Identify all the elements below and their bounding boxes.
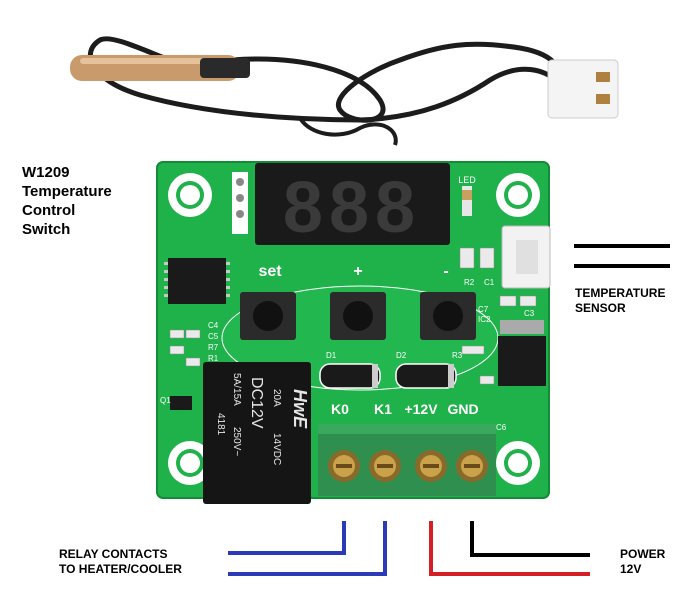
temperature-sensor-line-2: SENSOR: [575, 301, 626, 315]
relay: HwE DC12V 20A 14VDC 5A/15A 250V~ 4181: [203, 362, 311, 504]
title-line-3: Control: [22, 202, 76, 219]
label-c3: C3: [524, 309, 535, 318]
relay-contacts-line-1: RELAY CONTACTS: [59, 547, 168, 561]
terminal-screw-12v[interactable]: [415, 450, 447, 482]
label-r2: R2: [464, 278, 475, 287]
probe-cable: [88, 36, 562, 146]
component-labels: C4 C5 R7 R1 Q1 D1 D2 R3 R2 C1 C7 IC2 C6 …: [160, 278, 535, 432]
probe-tip: [70, 55, 250, 81]
title-line-2: Temperature: [22, 183, 112, 200]
label-c6: C6: [496, 423, 507, 432]
ic-chip: [164, 258, 230, 304]
relay-rating-3: 5A/15A: [231, 373, 242, 406]
minus-button[interactable]: [420, 292, 476, 340]
transistor-q1: [170, 396, 192, 410]
set-button[interactable]: [240, 292, 296, 340]
label-r7: R7: [208, 343, 219, 352]
pin-header: [232, 172, 248, 234]
probe-connector: [547, 59, 619, 119]
relay-rating-4: 250V~: [231, 427, 242, 456]
label-c4: C4: [208, 321, 219, 330]
label-r1: R1: [208, 354, 219, 363]
terminal-label-12v: +12V: [404, 401, 438, 417]
label-c5: C5: [208, 332, 219, 341]
label-d1: D1: [326, 351, 337, 360]
terminal-screw-k1[interactable]: [369, 450, 401, 482]
terminal-labels: K0 K1 +12V GND: [331, 401, 479, 417]
terminal-label-k0: K0: [331, 401, 349, 417]
label-d2: D2: [396, 351, 407, 360]
terminal-screw-k0[interactable]: [328, 450, 360, 482]
relay-rating-2: 14VDC: [271, 433, 282, 465]
label-r3: R3: [452, 351, 463, 360]
voltage-regulator: [498, 320, 546, 386]
relay-wires: [228, 521, 387, 576]
label-c7: C7: [478, 305, 489, 314]
led-label: LED: [458, 175, 476, 185]
temperature-sensor-line-1: TEMPERATURE: [575, 286, 666, 300]
set-label: set: [258, 263, 282, 280]
plus-label: +: [353, 263, 362, 280]
smd-components: [169, 247, 537, 385]
plus-button[interactable]: [330, 292, 386, 340]
status-led: LED: [458, 175, 476, 216]
terminal-label-k1: K1: [374, 401, 392, 417]
temperature-sensor-callout: TEMPERATURE SENSOR: [575, 286, 665, 316]
power-line-1: POWER: [620, 547, 666, 561]
relay-brand: HwE: [290, 389, 310, 429]
title-line-1: W1209: [22, 164, 70, 181]
label-ic2: IC2: [478, 315, 491, 324]
power-callout: POWER 12V: [620, 547, 665, 577]
seven-segment-display: 888: [255, 163, 450, 248]
diode-d1: [319, 363, 381, 389]
power-wires: [429, 521, 590, 576]
relay-rating-5: 4181: [215, 413, 226, 436]
terminal-label-gnd: GND: [447, 401, 478, 417]
sensor-wires: [574, 244, 670, 268]
relay-contacts-callout: RELAY CONTACTS TO HEATER/COOLER: [59, 547, 182, 577]
power-line-2: 12V: [620, 562, 642, 576]
diode-d2: [395, 363, 457, 389]
title-line-4: Switch: [22, 221, 71, 238]
product-title: W1209 Temperature Control Switch: [22, 163, 152, 239]
sensor-connector: [501, 225, 551, 289]
relay-rating-1: 20A: [271, 389, 282, 407]
relay-contacts-line-2: TO HEATER/COOLER: [59, 562, 182, 576]
minus-label: -: [443, 263, 448, 280]
relay-model: DC12V: [248, 377, 265, 429]
label-c1: C1: [484, 278, 495, 287]
label-q1: Q1: [160, 396, 171, 405]
display-digits: 888: [283, 168, 421, 248]
terminal-screw-gnd[interactable]: [456, 450, 488, 482]
